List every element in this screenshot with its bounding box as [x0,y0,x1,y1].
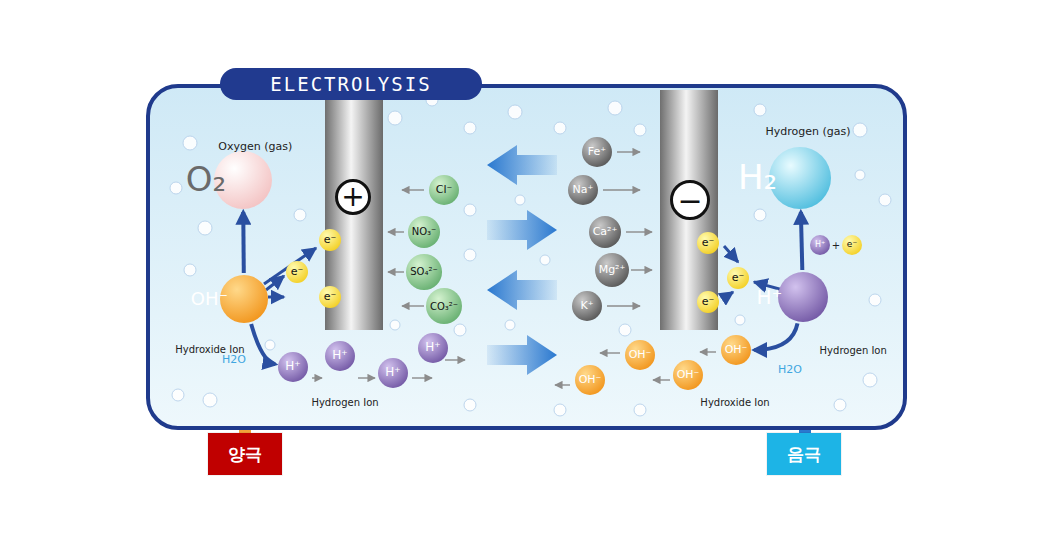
electron: e⁻ [842,235,862,255]
node-text: Cl⁻ [436,184,453,196]
hydroxide-ion: OH⁻ [673,360,704,391]
hydrogen-ion: H⁺ [278,352,308,382]
electron: e⁻ [697,291,719,313]
node-text: H₂ [738,159,777,196]
node-text: K⁺ [580,300,593,312]
hydroxide-ion: OH⁻Hydroxide Ion [220,275,268,323]
node-text: e⁻ [324,291,337,303]
node-text: H⁺ [815,241,825,250]
reaction-arrow [801,212,802,270]
node-heading: Oxygen (gas) [218,141,292,153]
reaction-arrow [754,323,797,350]
node-text: H⁺ [425,341,440,354]
node-text: H⁺ [385,366,400,379]
node-text: OH⁻ [191,289,228,309]
reaction-arrow [251,324,275,364]
cation: Fe⁺ [582,137,612,167]
node-text: Mg²⁺ [599,264,626,276]
cation: K⁺ [572,291,602,321]
node-text: − [677,184,702,217]
oxygen-molecule: O₂Oxygen (gas) [214,151,272,209]
node-text: O₂ [186,161,226,198]
node-text: NO₃⁻ [412,226,437,237]
anion: CO₃²⁻ [426,288,462,324]
node-heading: Hydroxide Ion [175,343,244,354]
cathode-tag: 음극 [767,433,841,475]
node-text: e⁻ [702,237,715,249]
node-text: OH⁻ [629,349,652,361]
title: ELECTROLYSIS [270,73,431,95]
hydrogen-ion: H⁺Hydrogen Ion [778,272,828,322]
electron: e⁻ [727,267,749,289]
hydrogen-ion: H⁺ [418,333,448,363]
ion-label: Hydroxide Ion [700,397,769,408]
node-heading: Hydrogen Ion [820,344,887,355]
ion-label: Hydrogen Ion [311,397,378,408]
node-text: Ca²⁺ [593,226,618,238]
anion: NO₃⁻ [408,216,441,249]
hydroxide-ion: OH⁻ [625,340,656,371]
node-text: Na⁺ [573,184,594,196]
node-text: e⁻ [702,296,715,308]
electron: e⁻ [697,232,719,254]
reaction-arrow [241,212,246,273]
electron: e⁻ [319,229,341,251]
cathode-sign: − [670,180,710,220]
hydroxide-ion: OH⁻ [575,365,606,396]
cation: Na⁺ [568,175,598,205]
cation: Ca²⁺ [589,216,622,249]
hydrogen-molecule: H₂Hydrogen (gas) [769,147,831,209]
hydrogen-ion: H⁺ [378,358,408,388]
title-band: ELECTROLYSIS [220,68,482,100]
node-text: + [341,182,364,213]
electron: e⁻ [319,286,341,308]
node-text: H⁺ [332,349,347,362]
anode-tag: 양극 [208,433,282,475]
hydrogen-ion: H⁺ [810,235,830,255]
node-text: e⁻ [324,234,337,246]
node-text: e⁻ [291,266,304,278]
anion: Cl⁻ [429,175,459,205]
plus-sign: + [832,240,840,251]
node-text: H⁺ [285,360,300,373]
node-text: 양극 [228,445,262,464]
node-text: CO₃²⁻ [430,301,458,312]
node-text: OH⁻ [677,369,700,381]
node-text: e⁻ [847,240,857,250]
node-text: SO₄²⁻ [410,266,438,277]
node-heading: Hydrogen (gas) [766,126,851,138]
node-text: H⁺ [757,286,783,308]
anode-sign: + [335,179,371,215]
anion: SO₄²⁻ [406,254,442,290]
node-text: OH⁻ [725,344,748,356]
node-text: OH⁻ [579,374,602,386]
node-text: Fe⁺ [588,146,606,158]
hydroxide-ion: OH⁻ [721,335,752,366]
electron: e⁻ [286,261,308,283]
water-label: H2O [778,364,802,376]
cation: Mg²⁺ [595,253,630,288]
node-text: e⁻ [732,272,745,284]
hydrogen-ion: H⁺ [325,341,355,371]
water-label: H2O [222,354,246,366]
node-text: 음극 [787,445,821,464]
